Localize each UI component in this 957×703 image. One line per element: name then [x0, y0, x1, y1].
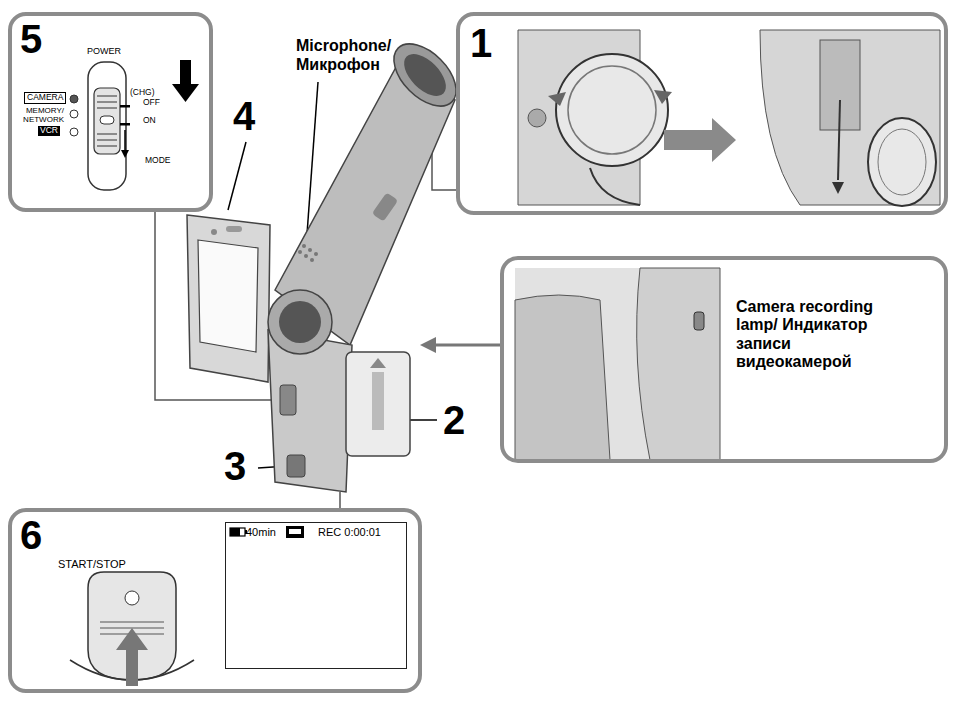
indicator-lamp [70, 110, 78, 118]
mode-arrow [121, 150, 129, 158]
start-stop-detail [70, 526, 304, 686]
press-arrow [116, 628, 148, 686]
leader-line [339, 492, 341, 508]
indicator-lamp [70, 95, 78, 103]
indicator-lamp [70, 128, 78, 136]
switch-slider [94, 88, 120, 154]
battery-pack [346, 352, 410, 456]
screen-indicator: REC 0:00:01 [318, 526, 381, 539]
mode-label: CAMERA [24, 92, 66, 104]
camera-closeup [637, 268, 720, 460]
lens-glass [397, 47, 454, 104]
position-mark [120, 123, 130, 126]
camera-control [528, 109, 546, 127]
callout-number: 4 [233, 96, 255, 136]
battery-mark [370, 358, 386, 368]
cassette-icon [289, 529, 301, 534]
camera-closeup [760, 30, 940, 205]
switch-housing [88, 62, 126, 190]
recording-lamp [694, 312, 704, 330]
step-number: 6 [20, 512, 42, 558]
position-label: ON [143, 116, 156, 126]
battery-icon [230, 528, 240, 536]
callout-number: 3 [224, 446, 246, 486]
start-stop-button [287, 455, 305, 477]
lens-cap-rim [568, 66, 656, 154]
step-arrow [664, 118, 736, 162]
step-panel: 1 [456, 12, 948, 215]
camera-closeup [515, 268, 720, 460]
cap-strap [590, 168, 640, 205]
lcd-button [211, 229, 217, 235]
screen-indicator: 40min [246, 526, 276, 539]
camera-control [372, 192, 398, 221]
slider-button [100, 116, 114, 124]
arrow-shaft [432, 344, 500, 347]
mode-arrow [124, 130, 126, 153]
leader-line [228, 142, 246, 210]
step-number: 1 [470, 20, 492, 66]
position-label: (CHG) [130, 88, 155, 98]
pull-arrow [832, 182, 844, 194]
button-label: START/STOP [58, 558, 126, 571]
viewfinder-screen: 40min REC 0:00:01 [225, 522, 407, 669]
lcd-screen [198, 240, 258, 352]
down-arrow [172, 84, 199, 102]
camera-body [187, 33, 467, 492]
battery-mark [372, 372, 384, 430]
lcd-frame [187, 215, 270, 382]
viewfinder-eyepiece [268, 290, 332, 354]
mode-label: MEMORY/ NETWORK [22, 106, 64, 124]
switch-label: POWER [87, 46, 121, 56]
cap-strap [838, 100, 840, 180]
viewfinder-glass [279, 301, 321, 343]
lcd-button [226, 226, 242, 232]
microphone-grille [298, 244, 318, 262]
step-panel: 6START/STOP 40min REC 0:00:01 [8, 508, 422, 693]
part-label: Camera recording lamp/ Индикатор записи … [736, 298, 906, 372]
power-switch [280, 385, 296, 415]
leader-line [155, 212, 286, 400]
camera-closeup [515, 295, 610, 460]
lamp-arrow [420, 337, 500, 353]
battery-icon [230, 528, 245, 536]
callout-number: 2 [443, 400, 465, 440]
power-switch-detail [70, 60, 199, 190]
step-number: 5 [20, 16, 42, 62]
part-label: Microphone/ Микрофон [296, 36, 400, 74]
grip-body [268, 330, 352, 492]
down-arrow [180, 60, 191, 86]
cassette-icon [286, 526, 304, 538]
position-label: MODE [145, 156, 171, 166]
lens-cap-rim [878, 129, 926, 195]
mode-label: VCR [38, 126, 60, 136]
arrow-head [420, 337, 436, 353]
press-arrow [654, 90, 672, 104]
lens-cap [868, 118, 936, 206]
slider-ridges [97, 96, 117, 146]
position-mark [120, 105, 130, 108]
lens-cap [556, 54, 668, 166]
recording-lamp-detail [515, 268, 720, 460]
position-label: OFF [143, 98, 160, 108]
button-mark [125, 591, 139, 605]
callout-panel: Camera recording lamp/ Индикатор записи … [500, 256, 948, 463]
lens-cap-detail [518, 30, 940, 206]
press-arrow [548, 92, 566, 106]
lens-front [383, 33, 468, 118]
step-panel: 5POWER CAMERA MEMORY/ NETWORK VCR (CHG)OFF ON… [8, 12, 213, 212]
